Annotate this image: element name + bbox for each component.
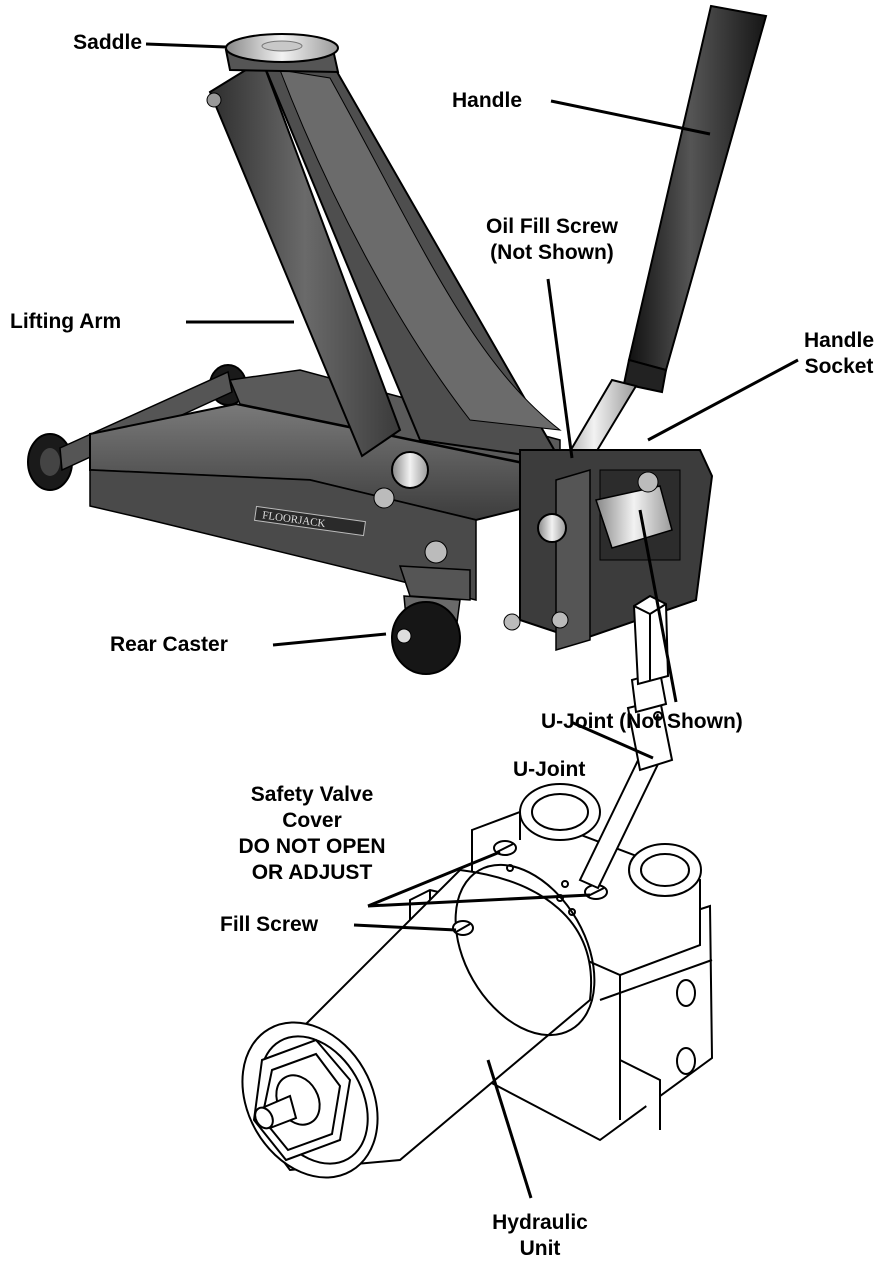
label-safety-valve-cover: Safety Valve Cover DO NOT OPEN OR ADJUST [238,783,386,884]
label-u-joint-not-shown: U-Joint (Not Shown) [541,710,743,733]
hydraulic-unit-drawing [241,594,714,1179]
floor-jack: FLOORJACK [27,4,768,675]
label-handle-socket: Handle Socket [803,329,874,378]
label-hydraulic-unit: Hydraulic Unit [492,1211,588,1260]
lifting-arm [206,58,562,462]
label-rear-caster: Rear Caster [110,633,228,656]
saddle [224,33,340,74]
leader-lines [145,42,799,1199]
label-lifting-arm: Lifting Arm [10,310,122,333]
label-oil-fill-screw: Oil Fill Screw (Not Shown) [486,215,618,264]
label-u-joint: U-Joint [513,758,586,781]
pump-frame [373,449,714,652]
rear-caster [391,565,471,675]
label-fill-screw: Fill Screw [220,913,319,936]
label-handle: Handle [452,89,523,112]
label-saddle: Saddle [73,31,142,54]
